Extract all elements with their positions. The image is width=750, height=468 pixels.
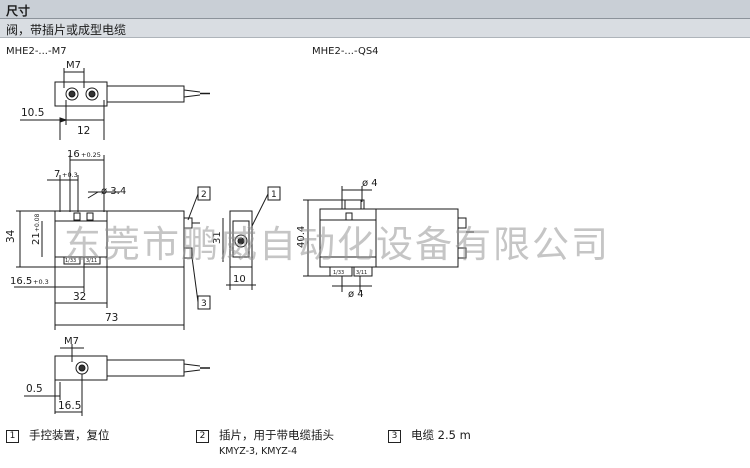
dim-phi-3-4: ø 3.4 xyxy=(101,186,126,197)
dim-32: 32 xyxy=(73,291,86,303)
dim-21: 21 xyxy=(31,232,42,245)
callout-1-label: 1 xyxy=(271,190,277,200)
tol-025: +0.25 xyxy=(81,151,101,159)
model-label-m7: MHE2-...-M7 xyxy=(6,46,67,57)
dim-0-5: 0.5 xyxy=(26,383,43,395)
section-header: 尺寸 xyxy=(0,0,750,19)
dim-phi-4-top: ø 4 xyxy=(362,178,378,189)
dim-31: 31 xyxy=(212,231,223,244)
note-2-subtext: KMYZ-3, KMYZ-4 xyxy=(219,446,298,457)
subsection-header: 阀，带插片或成型电缆 xyxy=(0,19,750,38)
front-view xyxy=(14,155,211,330)
note-3-number: 3 xyxy=(388,430,401,443)
dim-10-5: 10.5 xyxy=(21,107,44,119)
note-2-text: 插片，用于带电缆插头 xyxy=(219,428,334,442)
dim-73: 73 xyxy=(105,312,118,324)
dim-7: 7 xyxy=(54,169,60,180)
note-1: 1 手控装置，复位 xyxy=(6,427,110,443)
tol-008: +0.08 xyxy=(34,213,41,232)
callout-3-label: 3 xyxy=(201,299,207,309)
note-1-text: 手控装置，复位 xyxy=(29,428,110,442)
dim-phi-4-bottom: ø 4 xyxy=(348,289,364,300)
port-label-a-qs4: 1/33 xyxy=(333,270,344,276)
note-2: 2 插片，用于带电缆插头 KMYZ-3, KMYZ-4 xyxy=(196,427,334,457)
qs4-front-view xyxy=(303,186,474,292)
note-2-number: 2 xyxy=(196,430,209,443)
m7-top-view xyxy=(20,68,210,140)
dim-16: 16 xyxy=(67,149,80,160)
dim-10: 10 xyxy=(233,274,246,285)
note-3-text: 电缆 2.5 m xyxy=(411,428,471,442)
note-3: 3 电缆 2.5 m xyxy=(388,427,471,443)
callout-2-label: 2 xyxy=(201,190,207,200)
side-view xyxy=(222,186,281,290)
note-1-number: 1 xyxy=(6,430,19,443)
port-label-b: 3/11 xyxy=(86,258,97,264)
dim-16-5: 16.5 xyxy=(58,400,81,412)
dimension-labels: M7 10.5 12 16 +0.25 7 +0.3 ø 3.4 34 21 +… xyxy=(5,60,378,412)
m7-bottom-view xyxy=(24,344,210,416)
tol-03b: +0.3 xyxy=(33,278,49,286)
port-label-a: 1/33 xyxy=(65,258,76,264)
model-label-qs4: MHE2-...-QS4 xyxy=(312,46,379,57)
dim-34: 34 xyxy=(5,229,17,243)
dim-m7-top: M7 xyxy=(66,60,81,71)
subsection-title: 阀，带插片或成型电缆 xyxy=(6,23,127,37)
tol-03a: +0.3 xyxy=(62,171,78,179)
port-label-b-qs4: 3/11 xyxy=(356,270,367,276)
dim-m7-bottom: M7 xyxy=(64,336,79,347)
dim-12: 12 xyxy=(77,125,90,137)
dim-16-5-tol: 16.5 xyxy=(10,276,32,287)
section-title: 尺寸 xyxy=(6,4,31,18)
dim-40-4: 40.4 xyxy=(296,226,307,248)
